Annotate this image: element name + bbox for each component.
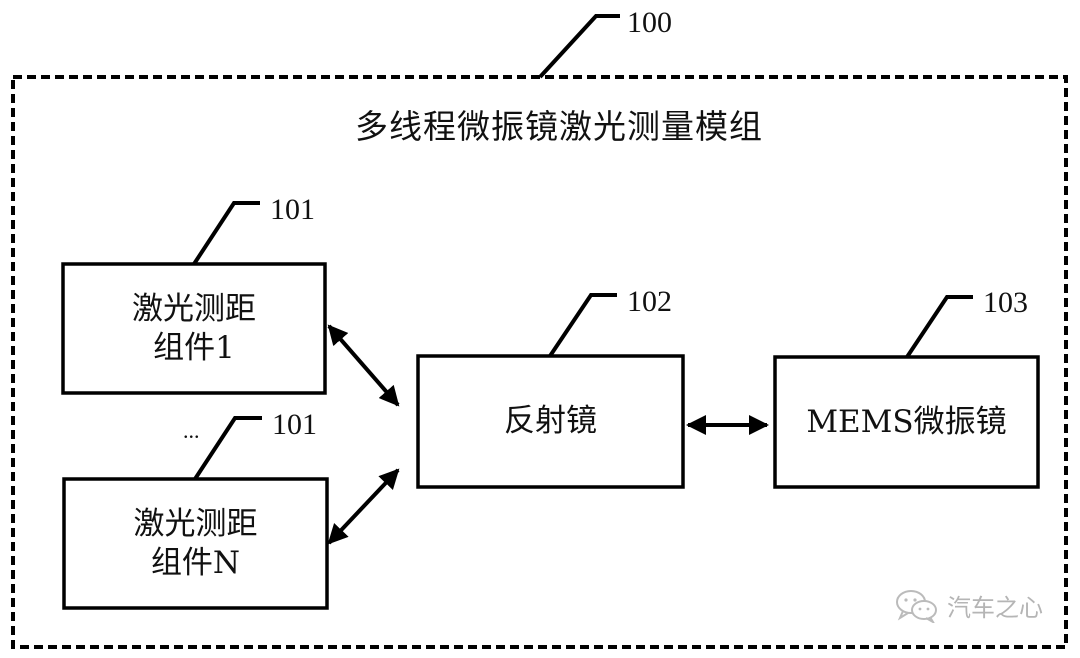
leader-line-100 [538,14,620,79]
module-boundary [11,75,1068,649]
laser-n-line-1: 激光测距 [133,505,258,542]
watermark: 汽车之心 [895,588,1043,623]
leader-line-102 [548,293,617,358]
laser-n-line-2: 组件N [150,544,241,581]
reflector-box[interactable] [416,354,685,489]
watermark-text: 汽车之心 [947,594,1043,622]
arrow-laser-n-to-reflector [327,468,400,545]
ref-label-101-top: 101 [270,193,315,226]
ref-label-103: 103 [983,286,1028,319]
reflector-label: 反射镜 [418,356,683,487]
laser-1-line-2: 组件1 [153,329,235,366]
laser-ranging-unit-1-box[interactable] [61,262,327,395]
wechat-icon [896,589,937,623]
mems-line-1: MEMS微振镜 [806,403,1007,440]
ellipsis-more-units: ... [183,418,200,443]
mems-mirror-label: MEMS微振镜 [775,357,1038,487]
laser-ranging-unit-n-label: 激光测距 组件N [64,479,327,608]
ref-label-102: 102 [627,285,672,318]
reflector-line-1: 反射镜 [504,403,597,440]
laser-1-line-1: 激光测距 [132,290,256,327]
leader-line-101-top [192,201,260,266]
leader-line-101-bottom [193,416,262,481]
leader-line-103 [905,295,973,359]
laser-ranging-unit-1-label: 激光测距 组件1 [63,264,325,393]
laser-ranging-unit-n-box[interactable] [62,477,329,610]
ref-label-100: 100 [627,6,672,39]
mems-mirror-box[interactable] [773,355,1040,489]
ref-label-101-bottom: 101 [272,408,317,441]
module-title: 多线程微振镜激光测量模组 [355,110,763,146]
arrow-laser-1-to-reflector [327,324,400,407]
